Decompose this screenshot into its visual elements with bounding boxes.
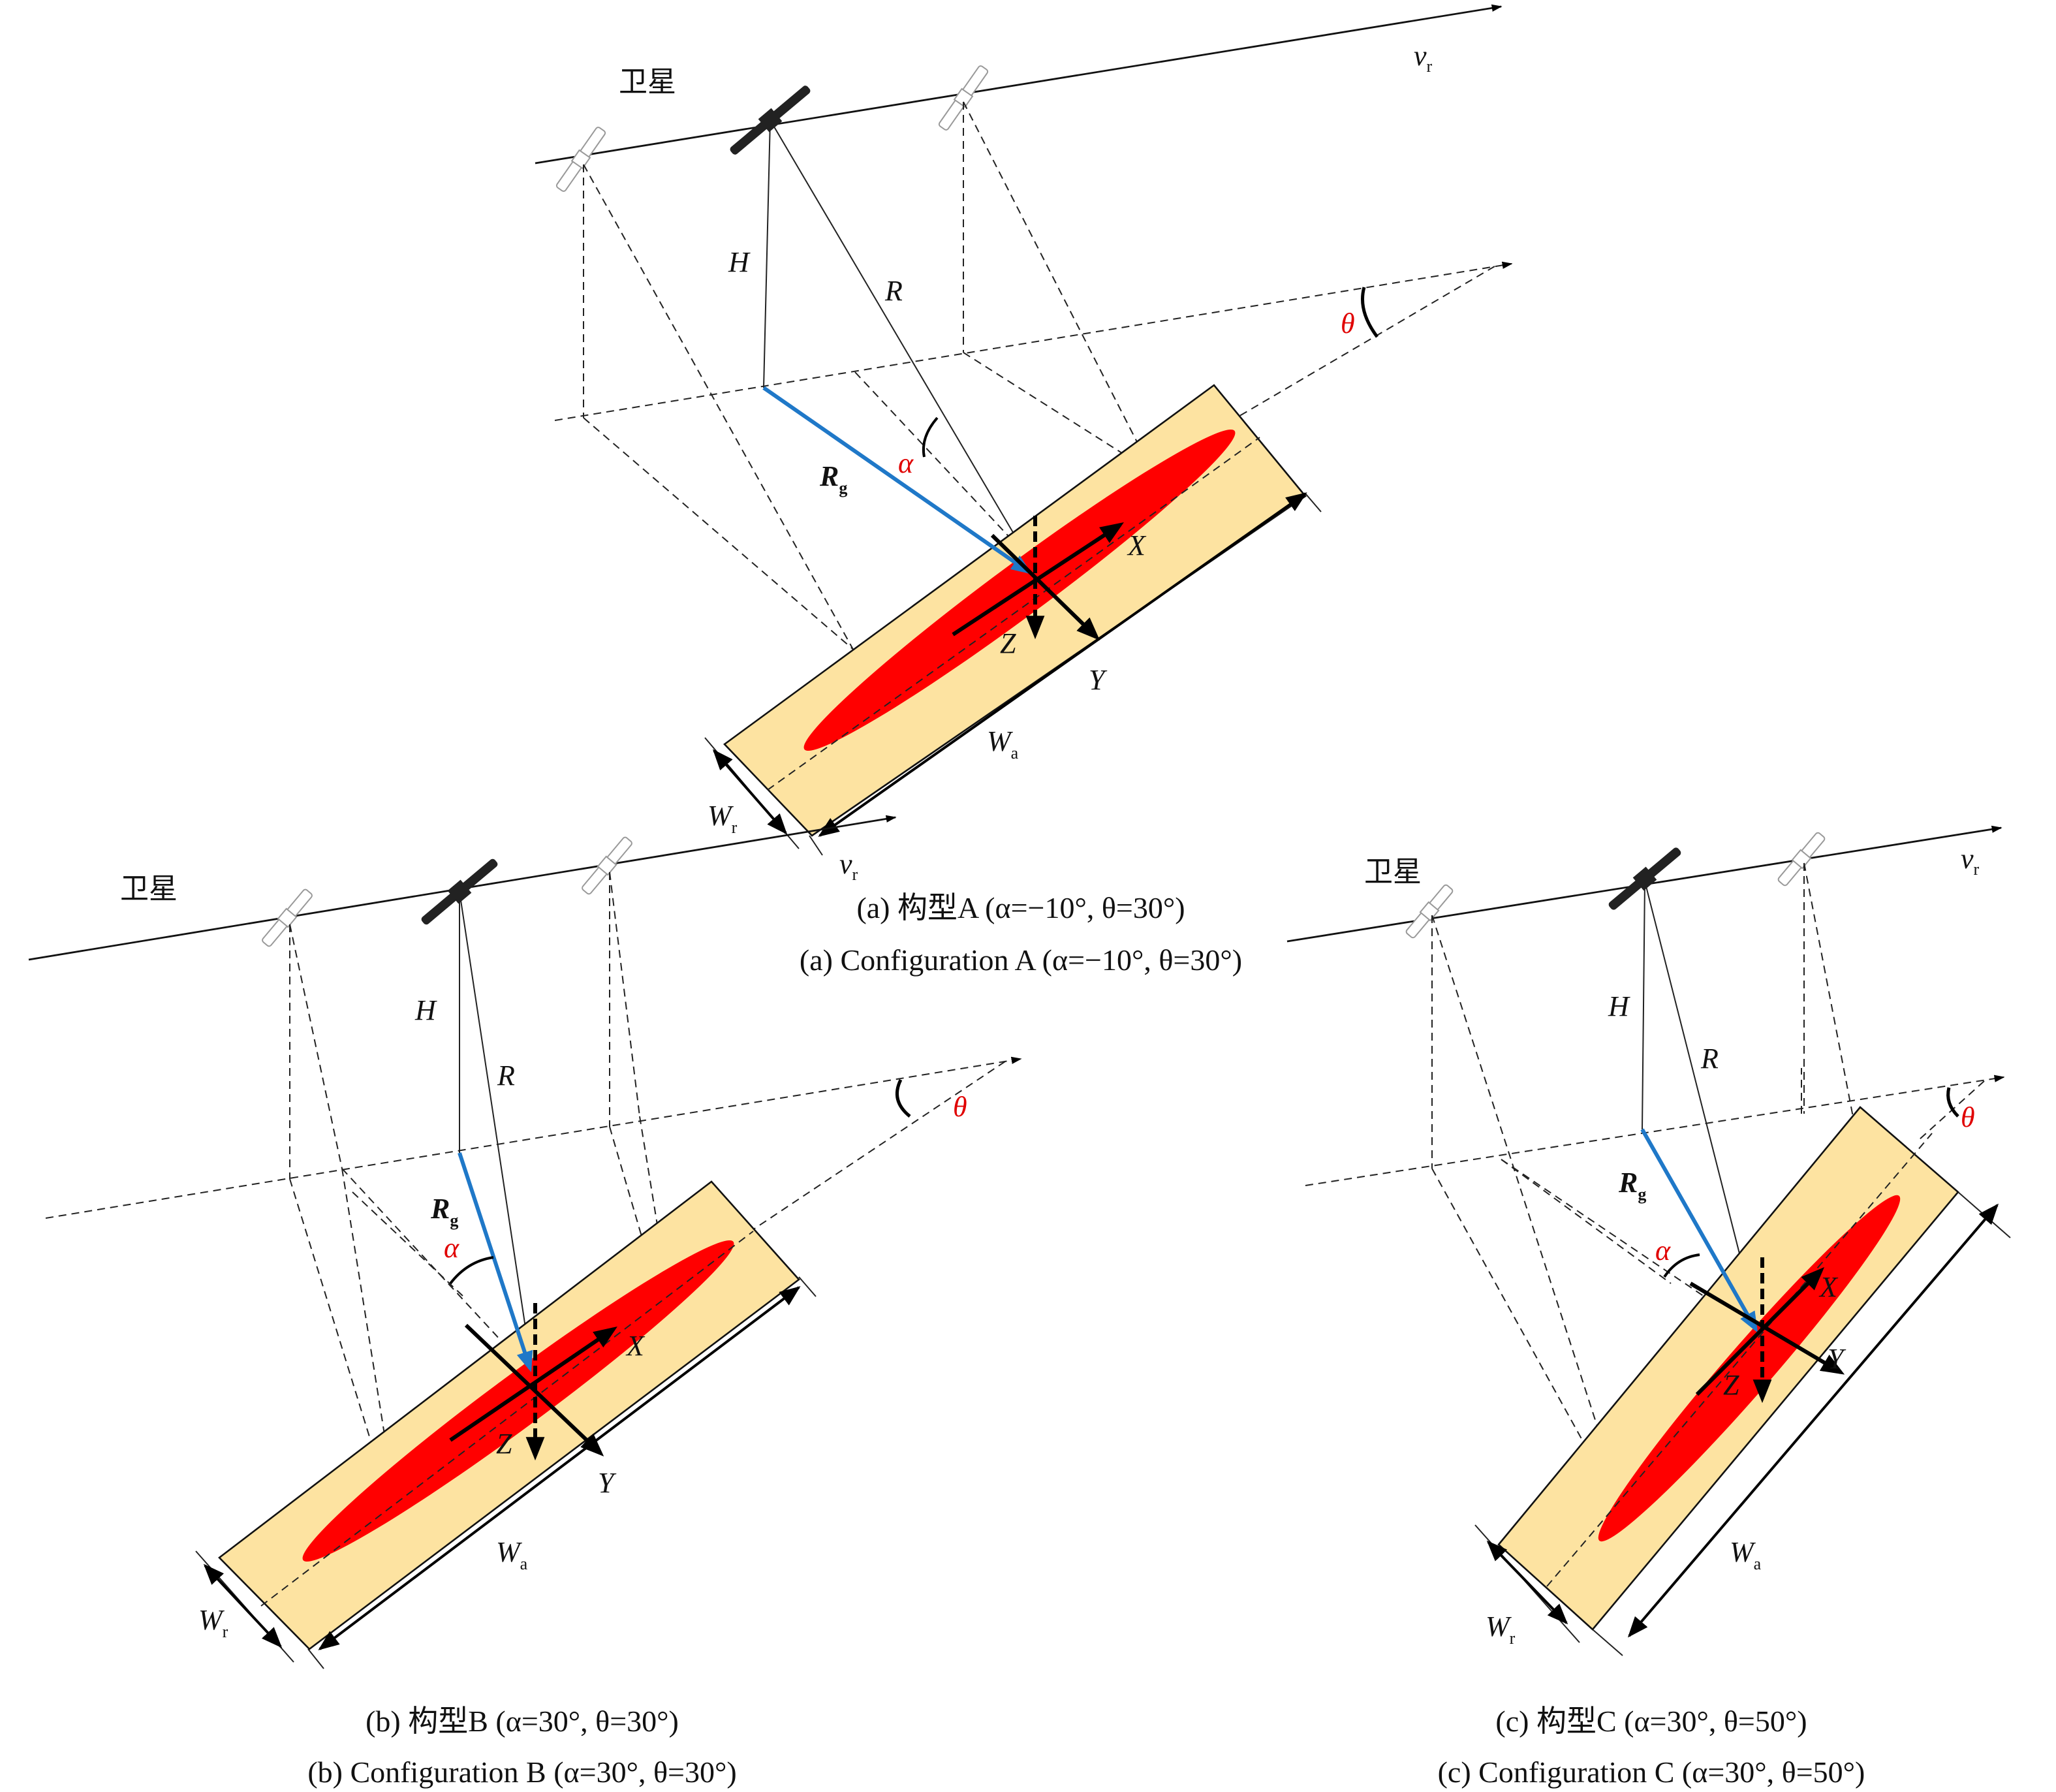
range-width-label: Wr	[1486, 1611, 1516, 1648]
satellite-label: 卫星	[619, 65, 676, 99]
projection-line	[963, 101, 1152, 471]
ground-track-line	[45, 1056, 1022, 1219]
satellite-ghost-icon	[938, 65, 989, 131]
caption-cn: (c) 构型C (α=30°, θ=50°)	[1495, 1705, 1807, 1738]
theta-label: θ	[1341, 307, 1355, 339]
dim-tick	[809, 835, 823, 856]
height-label: H	[728, 246, 751, 278]
azimuth-width-label: Wa	[1730, 1536, 1762, 1573]
beam-footprint	[302, 1240, 734, 1562]
alpha-arc	[922, 417, 939, 458]
projection-line	[963, 352, 1149, 471]
projection-line	[583, 164, 856, 653]
velocity-label: vr	[839, 848, 858, 884]
caption-en: (b) Configuration B (α=30°, θ=30°)	[307, 1755, 736, 1789]
range-width-dimension	[712, 749, 788, 835]
y-axis-label: Y	[1828, 1343, 1846, 1375]
height-line	[763, 119, 771, 388]
theta-arc	[1946, 1087, 1959, 1118]
projection-line	[1501, 1159, 1672, 1284]
panel-b: 卫星 vr H R θ	[28, 815, 1022, 1789]
slant-range-label: R	[884, 275, 903, 307]
orbit-track	[535, 4, 1503, 165]
ground-track-line	[554, 261, 1513, 421]
caption-cn: (a) 构型A (α=−10°, θ=30°)	[856, 891, 1185, 924]
satellite-icon	[1608, 847, 1681, 910]
dim-tick	[1592, 1629, 1623, 1656]
y-axis-label: Y	[598, 1467, 617, 1499]
alpha-arc	[449, 1256, 494, 1285]
theta-arc	[895, 1078, 911, 1118]
ground-range-label: Rg	[819, 460, 847, 497]
satellite-ghost-icon	[555, 127, 606, 192]
azimuth-width-label: Wa	[496, 1536, 528, 1573]
panel-a: 卫星 vr H R θ	[535, 4, 1513, 977]
z-axis-label: Z	[496, 1428, 512, 1460]
velocity-label: vr	[1414, 40, 1433, 76]
x-axis-label: X	[1127, 529, 1147, 561]
ground-range-vector	[458, 1152, 533, 1373]
height-label: H	[414, 994, 437, 1026]
z-axis-label: Z	[1000, 627, 1016, 659]
dim-tick	[798, 1276, 817, 1297]
projection-line	[1803, 862, 1854, 1121]
projection-line	[1431, 915, 1602, 1441]
caption-en: (c) Configuration C (α=30°, θ=50°)	[1438, 1755, 1865, 1789]
height-line	[1642, 881, 1645, 1130]
satellite-label: 卫星	[1364, 855, 1422, 888]
dim-tick	[1305, 493, 1322, 512]
slant-range-label: R	[497, 1060, 515, 1092]
ground-range-label: Rg	[430, 1193, 458, 1230]
alpha-label: α	[898, 447, 914, 479]
range-width-dimension	[203, 1564, 283, 1648]
dim-tick	[307, 1648, 324, 1669]
caption-en: (a) Configuration A (α=−10°, θ=30°)	[800, 943, 1242, 977]
strip-axis-extension	[750, 1061, 1006, 1232]
satellite-ghost-icon	[262, 888, 313, 947]
theta-label: θ	[1961, 1101, 1975, 1133]
y-axis-label: Y	[1089, 664, 1108, 696]
panel-c: 卫星 vr H R θ Rg	[1286, 825, 2011, 1789]
theta-label: θ	[953, 1091, 967, 1123]
projection-line	[341, 1168, 533, 1375]
velocity-label: vr	[1961, 843, 1980, 879]
ground-range-vector	[1640, 1128, 1758, 1333]
satellite-ghost-icon	[1405, 884, 1454, 939]
beam-footprint	[1598, 1195, 1901, 1542]
theta-arc	[1361, 287, 1379, 338]
projection-line	[289, 1178, 379, 1467]
satellite-ghost-icon	[582, 836, 632, 895]
slant-range-line	[459, 891, 533, 1375]
dim-tick	[1957, 1191, 2011, 1238]
ground-track-line	[1305, 1075, 2005, 1186]
strip-centerline	[1546, 1133, 1933, 1587]
alpha-label: α	[1655, 1234, 1671, 1266]
projection-line	[583, 417, 888, 680]
range-width-dimension	[1486, 1540, 1568, 1625]
caption-cn: (b) 构型B (α=30°, θ=30°)	[366, 1705, 679, 1738]
range-width-label: Wr	[198, 1604, 228, 1641]
x-axis-label: X	[625, 1330, 646, 1362]
z-axis-label: Z	[1723, 1369, 1739, 1401]
azimuth-width-dimension	[318, 1286, 801, 1650]
satellite-ghost-icon	[1777, 832, 1826, 887]
azimuth-width-dimension	[818, 492, 1307, 837]
height-label: H	[1608, 990, 1630, 1022]
slant-range-label: R	[1700, 1043, 1719, 1075]
projection-line	[289, 924, 343, 1169]
alpha-label: α	[444, 1232, 459, 1264]
strip-axis-extension	[1213, 266, 1495, 432]
ground-range-label: Rg	[1618, 1167, 1646, 1204]
x-axis-label: X	[1818, 1271, 1839, 1303]
azimuth-width-dimension	[1627, 1203, 1999, 1638]
azimuth-width-label: Wa	[987, 725, 1019, 762]
satellite-label: 卫星	[120, 872, 178, 905]
range-width-label: Wr	[708, 800, 738, 837]
projection-line	[854, 371, 1045, 575]
projection-line	[609, 872, 640, 1117]
